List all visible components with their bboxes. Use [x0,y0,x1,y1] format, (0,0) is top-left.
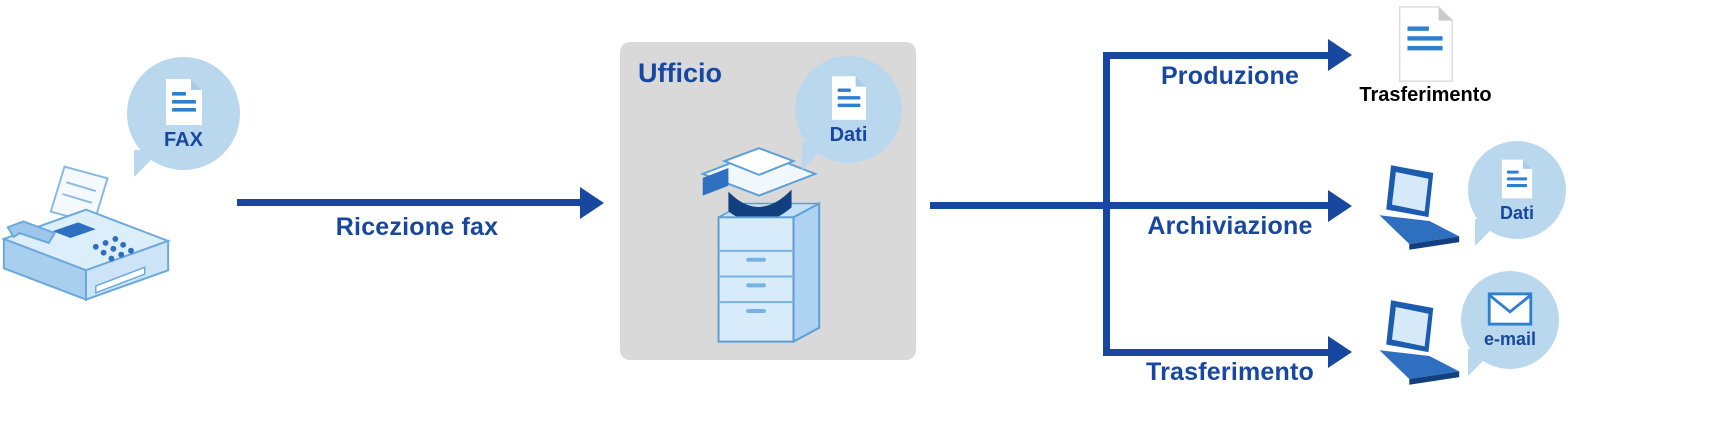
branch-top-line [1103,52,1330,59]
branch-trasferimento-label: Trasferimento [1146,358,1314,386]
document-icon [1501,158,1533,200]
fax-bubble-label: FAX [164,128,203,151]
bubble-tail [1475,219,1502,246]
laptop-icon [1368,297,1464,389]
laptop-dati-bubble-label: Dati [1499,203,1534,223]
document-icon [165,78,203,126]
fax-machine-icon [0,164,174,312]
document-icon [831,75,867,121]
branch-middle-line [930,202,1330,209]
printer-copier-icon [685,130,833,348]
email-bubble: e-mail [1461,271,1559,376]
office-dati-bubble: Dati [795,56,902,170]
target-document-label: Trasferimento [1359,84,1492,106]
fax-speech-bubble: FAX [127,57,240,177]
branch-archiviazione-label: Archiviazione [1147,212,1313,240]
email-bubble-label: e-mail [1483,329,1537,349]
arrow-ricezione-line [237,199,582,206]
arrow-ricezione-head [580,187,604,219]
arrow-produzione-head [1328,39,1352,71]
branch-vertical-line [1103,52,1110,356]
arrow-ricezione-label: Ricezione fax [335,213,499,241]
office-label: Ufficio [638,58,722,88]
office-box: Ufficio [620,42,916,360]
bubble-tail [1468,349,1495,376]
arrow-archiviazione-head [1328,190,1352,222]
office-dati-bubble-label: Dati [829,123,868,146]
target-document-icon [1393,5,1457,85]
branch-bottom-line [1103,349,1330,356]
envelope-icon [1487,292,1533,326]
laptop-icon [1368,162,1464,254]
laptop-dati-bubble: Dati [1468,141,1566,246]
branch-produzione-label: Produzione [1160,62,1300,90]
arrow-trasferimento-head [1328,336,1352,368]
